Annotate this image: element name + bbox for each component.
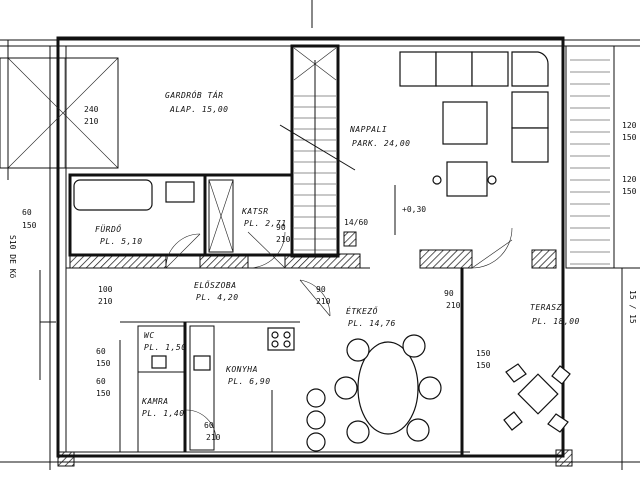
room-kamra-name: KAMRA <box>141 397 169 406</box>
left-margin-dims: 60 150 S10 DE Kö <box>8 208 37 279</box>
door-eloszoba-right-dim-b: 210 <box>316 297 331 306</box>
kitchen: KONYHA PL. 6,90 60 210 <box>185 325 295 452</box>
room-ebedlo-name: ÉTKEZŐ <box>346 305 378 316</box>
door-eloszoba-left-dim-b: 210 <box>98 297 113 306</box>
room-gardrob-name: GARDRÓB TÁR <box>165 89 223 100</box>
door-stair-dim: 14/60 <box>344 218 368 227</box>
door-eloszoba-left-dim-a: 100 <box>98 285 113 294</box>
door-kamra-dim-b: 210 <box>206 433 221 442</box>
door-hall-dim-a: 90 <box>276 223 286 232</box>
dining-area: ÉTKEZŐ PL. 14,76 90 210 <box>306 289 461 452</box>
window-gardrob-dim-b: 210 <box>84 117 99 126</box>
window-left-b-dim-a: 60 <box>96 377 106 386</box>
room-wc-area: PL. 1,50 <box>144 343 187 352</box>
right-dim-b-1: 120 <box>622 175 637 184</box>
window-left-a-dim-a: 60 <box>96 347 106 356</box>
right-dim-a-1: 120 <box>622 121 637 130</box>
door-eloszoba-right-dim-a: 90 <box>316 285 326 294</box>
room-terasz-name: TERASZ <box>530 303 562 312</box>
room-kamra-area: PL. 1,40 <box>142 409 185 418</box>
room-eloszoba: ELŐSZOBA PL. 4,20 100 210 90 210 <box>39 270 331 452</box>
room-wc-name: WC <box>144 331 155 340</box>
door-terasz-dim-b: 150 <box>476 361 491 370</box>
room-terasz-area: PL. 18,00 <box>532 317 580 326</box>
room-furdo-name: FÜRDŐ <box>95 224 122 234</box>
left-vertical-text: S10 DE Kö <box>8 235 17 279</box>
room-nappali: NAPPALI PARK. 24,00 <box>349 125 410 148</box>
right-edge-stair: 120 150 120 150 15 / 15 <box>565 45 640 470</box>
living-room-furniture <box>399 51 549 197</box>
room-hall-area: PL. 2,71 <box>244 219 287 228</box>
door-ebedlo-dim-a: 90 <box>444 289 454 298</box>
door-stair-dim-b: 60 <box>358 218 368 227</box>
right-dim-b-2: 150 <box>622 187 637 196</box>
room-konyha-area: PL. 6,90 <box>228 377 271 386</box>
window-gardrob-dim-a: 240 <box>84 105 99 114</box>
room-konyha-name: KONYHA <box>225 365 258 374</box>
right-vertical-text: 15 / 15 <box>628 290 637 324</box>
room-furdo-area: PL. 5,10 <box>100 237 143 246</box>
left-dim-b: 150 <box>22 221 37 230</box>
room-gardrob: GARDRÓB TÁR ALAP. 15,00 <box>165 89 228 114</box>
bathroom: FÜRDŐ PL. 5,10 <box>68 173 207 257</box>
hatched-wall-band <box>66 249 557 269</box>
room-gardrob-area: ALAP. 15,00 <box>169 105 228 114</box>
room-hall-name: KATSR <box>241 207 269 216</box>
window-left-b-dim-b: 150 <box>96 389 111 398</box>
room-ebedlo-area: PL. 14,76 <box>348 319 396 328</box>
window-left-a-dim-b: 150 <box>96 359 111 368</box>
door-stair-dim-a: 14 <box>344 218 354 227</box>
door-hall-dim-b: 210 <box>276 235 291 244</box>
room-eloszoba-area: PL. 4,20 <box>196 293 239 302</box>
wc-and-pantry: WC PL. 1,50 KAMRA PL. 1,40 60 150 60 150 <box>96 325 187 453</box>
hall-closet: KATSR PL. 2,71 90 210 <box>203 173 294 257</box>
window-box-left: 240 210 <box>0 57 119 169</box>
left-dim-a: 60 <box>22 208 32 217</box>
door-kamra-dim-a: 60 <box>204 421 214 430</box>
terrace: 150 150 TERASZ PL. 18,00 <box>57 268 580 467</box>
room-nappali-area: PARK. 24,00 <box>352 139 410 148</box>
level-mark: +0,30 <box>402 205 426 214</box>
door-ebedlo-dim-b: 210 <box>446 301 461 310</box>
room-nappali-name: NAPPALI <box>349 125 387 134</box>
exterior-walls <box>0 0 640 470</box>
room-eloszoba-name: ELŐSZOBA <box>194 280 237 290</box>
door-swings <box>165 227 513 317</box>
door-terasz-dim-a: 150 <box>476 349 491 358</box>
right-dim-a-2: 150 <box>622 133 637 142</box>
